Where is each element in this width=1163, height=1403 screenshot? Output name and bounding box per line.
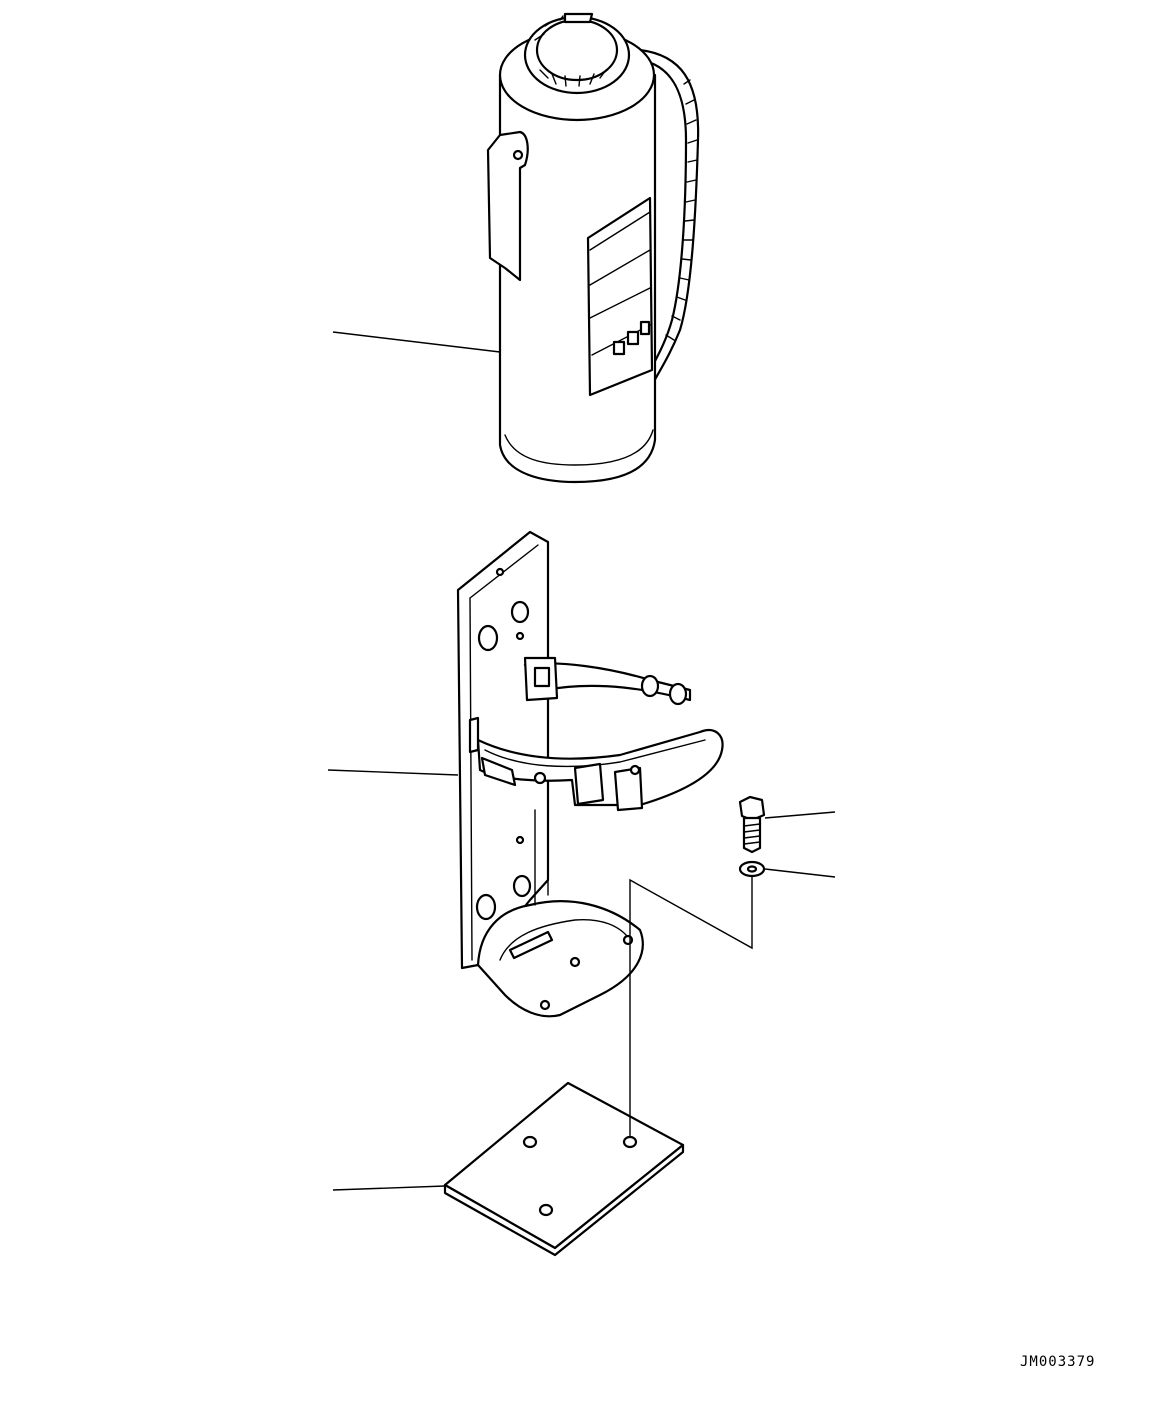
washer [738, 860, 766, 878]
leader-line-extinguisher [332, 331, 501, 353]
leader-line-bracket [327, 769, 459, 776]
assembly-lines [629, 877, 753, 1137]
plate [443, 1081, 685, 1257]
mounting-bracket [456, 530, 724, 1018]
leader-lines [327, 331, 836, 1191]
leader-line-washer [764, 868, 836, 878]
fire-extinguisher [486, 12, 700, 484]
bolt [738, 795, 766, 854]
leader-line-plate [332, 1185, 446, 1191]
leader-line-bolt [764, 811, 836, 819]
drawing-reference-code: JM003379 [1020, 1354, 1095, 1370]
